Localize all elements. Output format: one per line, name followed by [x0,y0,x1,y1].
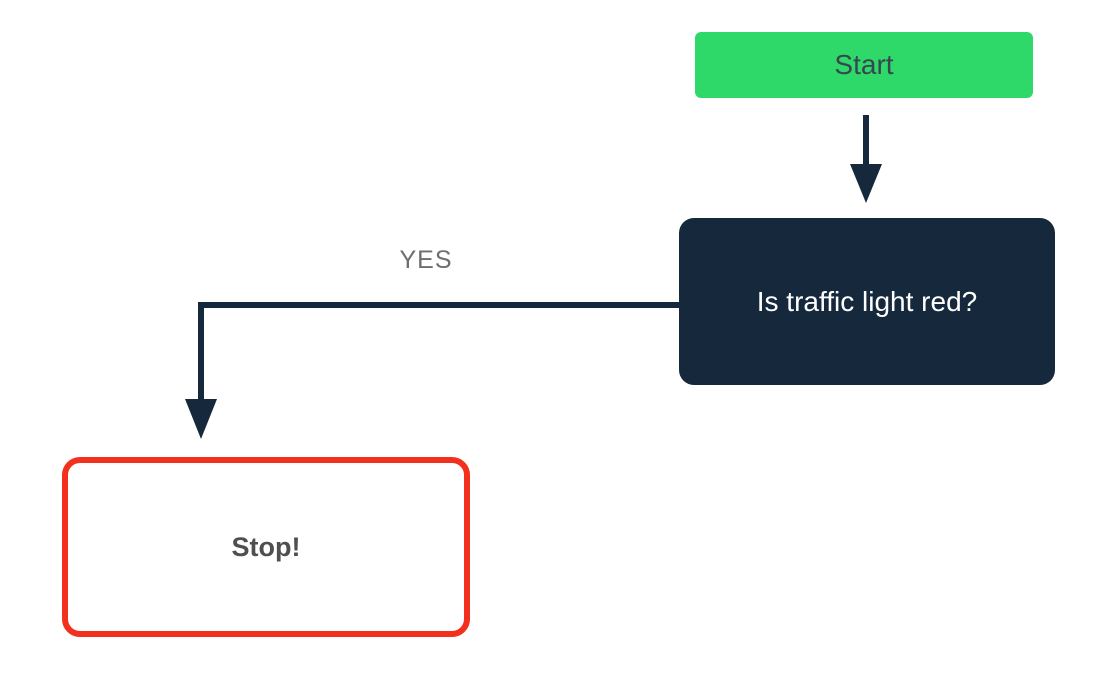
node-stop-label: Stop! [231,531,301,562]
edge-label-yes: YES [399,246,453,274]
node-decision: Is traffic light red? [679,218,1055,385]
arrow-start-to-decision [850,115,882,203]
node-start-label: Start [834,49,894,80]
node-start: Start [695,32,1033,98]
arrow-decision-to-stop [185,302,679,439]
node-stop: Stop! [62,457,470,637]
node-decision-label: Is traffic light red? [756,285,978,317]
